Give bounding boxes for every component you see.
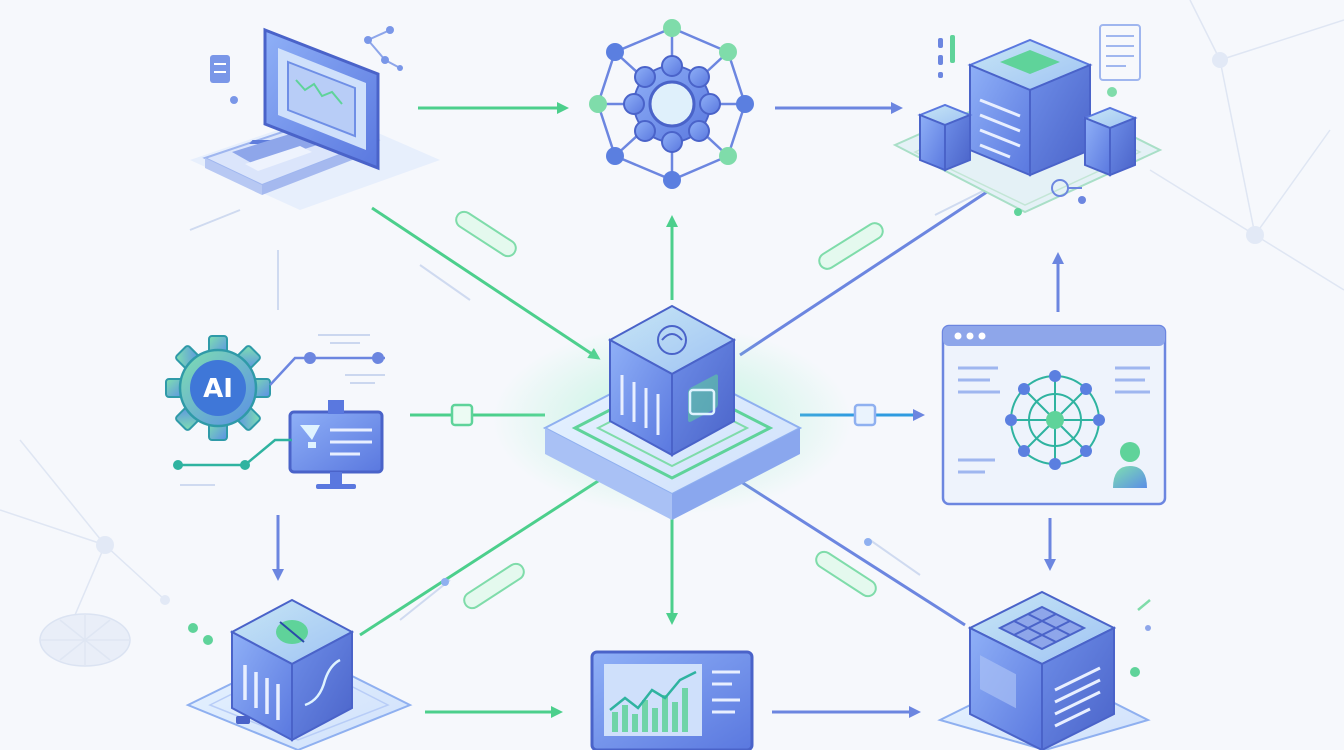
browser-window-icon: [941, 324, 1167, 506]
ai-label: AI: [203, 374, 233, 404]
data-packet: [815, 550, 877, 598]
background-network: [0, 0, 1344, 667]
connection-laptop-to-central-cube: [371, 206, 601, 360]
connection-analytics-cube-to-central-cube: [359, 470, 615, 637]
connector-square: [853, 403, 877, 427]
laptop-icon: [190, 26, 440, 210]
data-packet: [463, 562, 525, 610]
connection-central-cube-to-server-cluster: [739, 178, 1008, 357]
grid-cube-icon: [937, 590, 1151, 750]
data-packet: [455, 210, 517, 258]
monitor-icon: [173, 400, 384, 489]
central-processing-cube-icon: [492, 304, 852, 520]
network-hub-icon: [589, 19, 754, 189]
ai-gear-icon: AI: [165, 334, 385, 441]
analytics-cube-icon: [185, 598, 413, 750]
trend-chart-monitor-icon: [590, 650, 754, 750]
connector-square: [450, 403, 474, 427]
server-cluster-icon: [892, 24, 1163, 216]
data-packets: [441, 210, 884, 610]
data-packet: [818, 222, 884, 270]
connection-central-cube-to-grid-cube: [734, 476, 966, 627]
